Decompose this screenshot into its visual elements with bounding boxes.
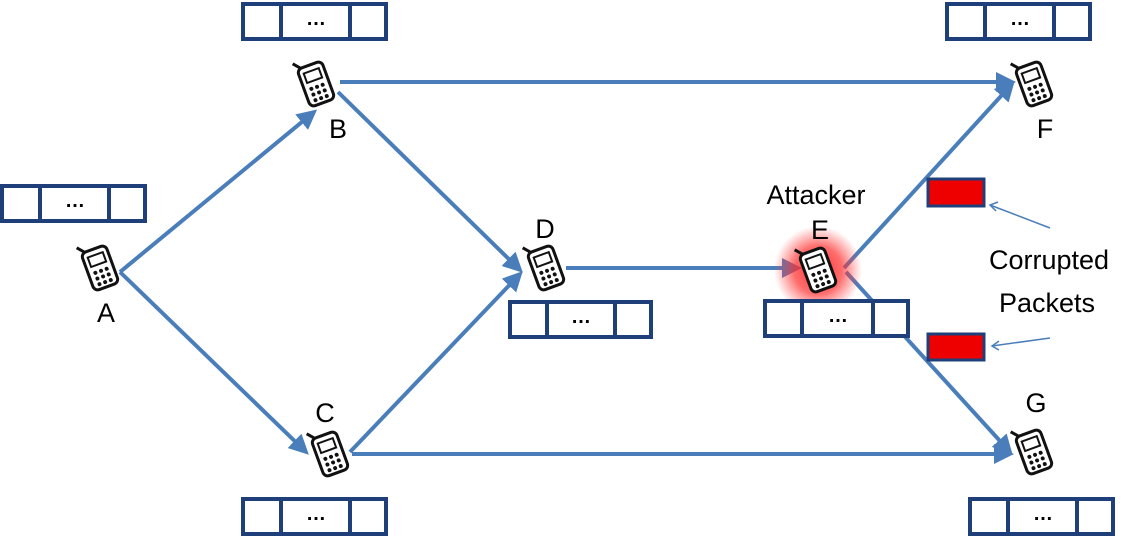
node-c-phone-icon [305, 422, 351, 480]
node-b-label: B [329, 114, 347, 144]
buffer-d-dots: … [571, 306, 591, 328]
buffer-a-dots: … [65, 190, 85, 212]
node-f-phone-icon [1009, 52, 1055, 110]
buffer-g [968, 497, 1115, 536]
attacker-label: Attacker [766, 180, 865, 210]
corrupted-packets-label-line2: Packets [999, 288, 1095, 318]
link-a-b [118, 109, 318, 274]
link-e-f [842, 81, 1015, 270]
node-c-label: C [315, 398, 335, 428]
buffer-e [763, 299, 910, 338]
node-a-phone-icon [75, 236, 121, 294]
corrupted-packets-label-line1: Corrupted [989, 245, 1109, 275]
node-e-label: E [811, 215, 829, 245]
link-a-c [118, 270, 309, 455]
link-c-d [348, 271, 523, 454]
corrupted-packet-icon [926, 177, 986, 208]
annotation-pointers [988, 201, 1051, 351]
node-d-phone-icon [521, 236, 567, 294]
node-a-label: A [97, 298, 115, 328]
node-f-label: F [1037, 114, 1054, 144]
buffer-a [0, 184, 147, 223]
node-g-phone-icon [1009, 420, 1055, 478]
node-g-label: G [1025, 388, 1046, 418]
buffer-g-dots: … [1033, 503, 1053, 525]
buffer-f [945, 2, 1092, 41]
buffer-d [508, 300, 653, 339]
node-d-label: D [535, 214, 555, 244]
buffer-b-dots: … [306, 8, 326, 30]
node-b-phone-icon [291, 52, 337, 110]
buffer-b [241, 2, 388, 41]
buffer-c [241, 497, 388, 536]
buffer-c-dots: … [306, 503, 326, 525]
links [118, 72, 1016, 464]
link-b-d [336, 90, 523, 273]
buffer-f-dots: … [1010, 8, 1030, 30]
corrupted-packet-icon [926, 332, 986, 362]
buffer-e-dots: … [828, 305, 848, 327]
buffer-dots: … … … … … … … [65, 8, 1053, 525]
